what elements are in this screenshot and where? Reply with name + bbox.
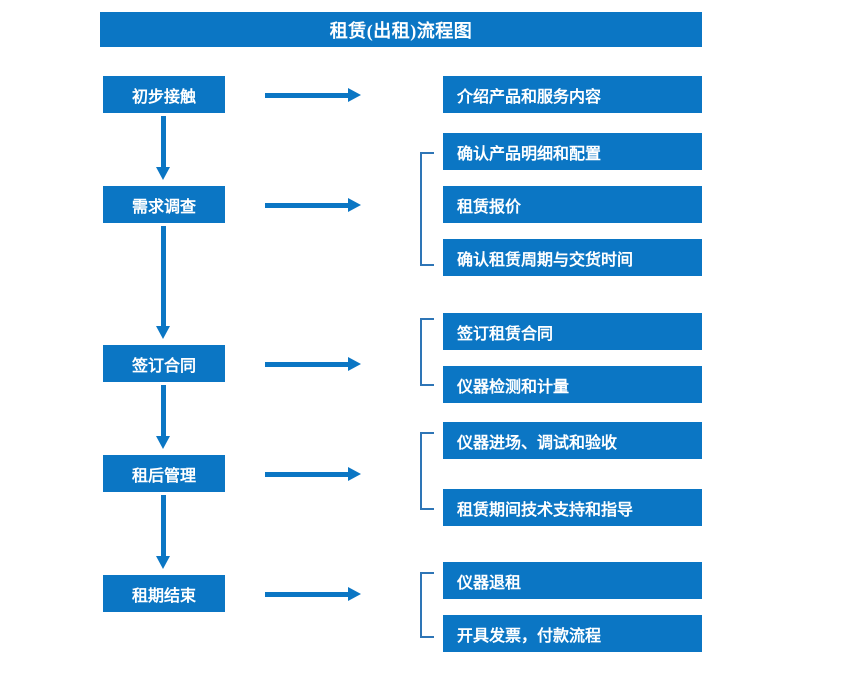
down-arrow-4 (156, 495, 171, 569)
group-bracket-2 (420, 318, 434, 386)
right-arrow-1-head (348, 88, 361, 102)
right-arrow-2 (265, 198, 361, 212)
right-arrow-4 (265, 467, 361, 481)
down-arrow-1-head (156, 167, 170, 180)
detail-box-3[interactable]: 租赁报价 (443, 186, 702, 223)
group-bracket-1 (420, 152, 434, 266)
right-arrow-2-shaft (265, 203, 349, 208)
page-title: 租赁(出租)流程图 (100, 12, 702, 47)
right-arrow-5 (265, 587, 361, 601)
down-arrow-1-shaft (161, 116, 166, 167)
stage-box-2[interactable]: 需求调查 (103, 186, 225, 223)
right-arrow-2-head (348, 198, 361, 212)
detail-box-10[interactable]: 开具发票，付款流程 (443, 615, 702, 652)
detail-box-5[interactable]: 签订租赁合同 (443, 313, 702, 350)
right-arrow-1 (265, 88, 361, 102)
detail-box-2[interactable]: 确认产品明细和配置 (443, 133, 702, 170)
right-arrow-5-head (348, 587, 361, 601)
down-arrow-3-head (156, 436, 170, 449)
detail-box-9[interactable]: 仪器退租 (443, 562, 702, 599)
stage-box-5[interactable]: 租期结束 (103, 575, 225, 612)
detail-box-7[interactable]: 仪器进场、调试和验收 (443, 422, 702, 459)
down-arrow-2-shaft (161, 226, 166, 326)
down-arrow-2 (156, 226, 171, 339)
right-arrow-3-head (348, 357, 361, 371)
detail-box-4[interactable]: 确认租赁周期与交货时间 (443, 239, 702, 276)
right-arrow-4-shaft (265, 472, 349, 477)
right-arrow-5-shaft (265, 592, 349, 597)
detail-box-1[interactable]: 介绍产品和服务内容 (443, 76, 702, 113)
stage-box-1[interactable]: 初步接触 (103, 76, 225, 113)
down-arrow-3-shaft (161, 385, 166, 436)
stage-box-4[interactable]: 租后管理 (103, 455, 225, 492)
group-bracket-4 (420, 572, 434, 638)
down-arrow-1 (156, 116, 171, 180)
right-arrow-1-shaft (265, 93, 349, 98)
right-arrow-3-shaft (265, 362, 349, 367)
down-arrow-3 (156, 385, 171, 449)
down-arrow-4-head (156, 556, 170, 569)
detail-box-6[interactable]: 仪器检测和计量 (443, 366, 702, 403)
right-arrow-3 (265, 357, 361, 371)
stage-box-3[interactable]: 签订合同 (103, 345, 225, 382)
detail-box-8[interactable]: 租赁期间技术支持和指导 (443, 489, 702, 526)
down-arrow-2-head (156, 326, 170, 339)
group-bracket-3 (420, 432, 434, 510)
right-arrow-4-head (348, 467, 361, 481)
down-arrow-4-shaft (161, 495, 166, 556)
